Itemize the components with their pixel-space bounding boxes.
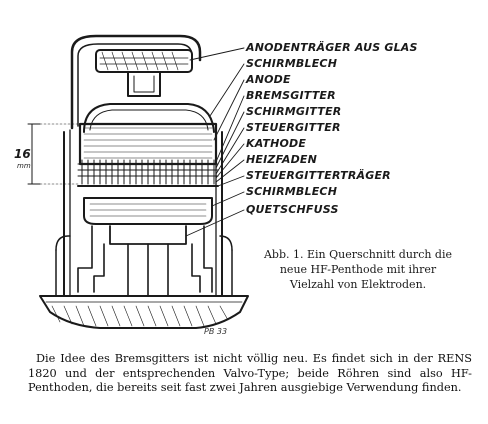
figure-labels: ANODENTRÄGER AUS GLAS SCHIRMBLECH ANODE … xyxy=(245,40,418,216)
label-steuergitter: STEUERGITTER xyxy=(246,121,341,134)
label-anode: ANODE xyxy=(245,73,291,86)
label-schirmblech-bottom: SCHIRMBLECH xyxy=(246,185,337,198)
artist-signature: PB 33 xyxy=(204,327,227,336)
pinch-foot xyxy=(109,225,187,245)
leader-lines xyxy=(185,47,245,237)
screen-plate-top xyxy=(83,103,215,133)
figure-caption: Abb. 1. Ein Querschnitt durch die neue H… xyxy=(263,248,453,291)
screen-plate-bottom xyxy=(83,197,213,225)
tube-cross-section-illustration: ANODENTRÄGER AUS GLAS SCHIRMBLECH ANODE … xyxy=(14,34,418,336)
tube-base xyxy=(39,295,249,329)
dimension-unit: mm xyxy=(17,162,31,170)
label-anodentraeger: ANODENTRÄGER AUS GLAS xyxy=(245,40,418,54)
label-steuergittertraeger: STEUERGITTERTRÄGER xyxy=(246,168,391,182)
glass-anode-carrier xyxy=(95,49,193,73)
body-paragraph: Die Idee des Bremsgitters ist nicht völl… xyxy=(28,352,472,394)
label-schirmgitter: SCHIRMGITTER xyxy=(246,105,341,118)
label-kathode: KATHODE xyxy=(246,137,306,150)
label-quetschfuss: QUETSCHFUSS xyxy=(246,203,339,216)
glass-support-loop xyxy=(70,34,202,130)
dimension-value: 16 xyxy=(14,147,31,161)
label-heizfaden: HEIZFADEN xyxy=(246,153,317,166)
label-bremsgitter: BREMSGITTER xyxy=(246,89,336,102)
grid-wires xyxy=(77,159,219,185)
label-schirmblech-top: SCHIRMBLECH xyxy=(246,57,337,70)
